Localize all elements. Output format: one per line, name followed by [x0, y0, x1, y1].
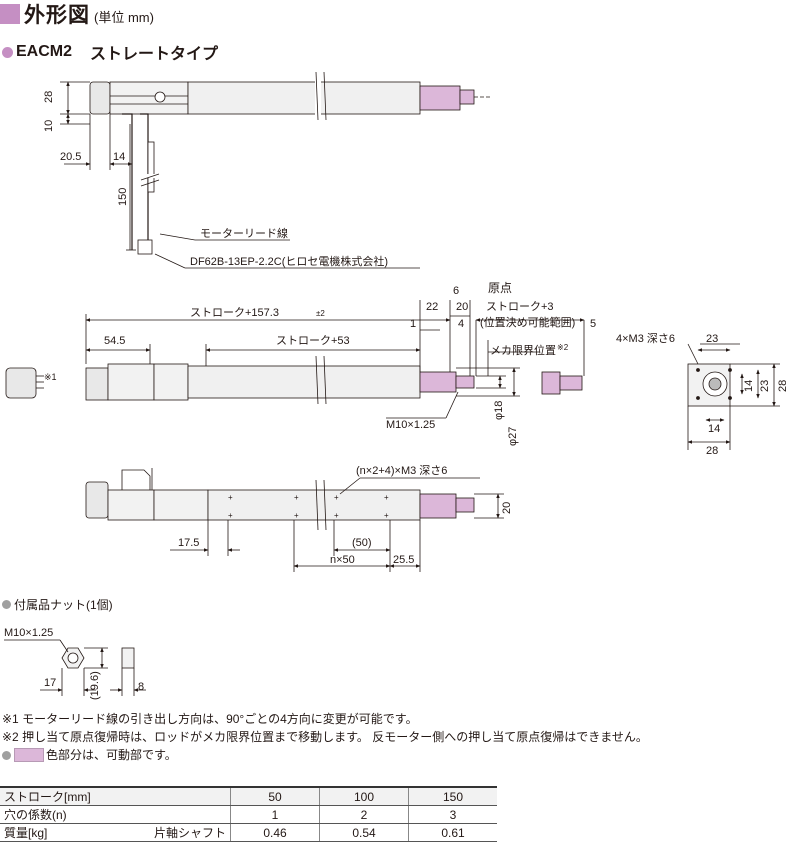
mecha-limit-label: メカ限界位置 [490, 343, 556, 357]
header-color-square [0, 4, 20, 24]
note-1-text: モーターリード線の引き出し方向は、90°ごとの4方向に変更が可能です。 [22, 712, 418, 726]
bottom-holes-label: (n×2+4)×M3 深さ6 [356, 464, 447, 477]
note-3-text: 色部分は、可動部です。 [46, 748, 177, 762]
lead-wire-label: モーターリード線 [200, 226, 288, 240]
end-dim-28b: 28 [706, 445, 718, 457]
accessory-title: 付属品ナット(1個) [2, 596, 113, 613]
dim-54-5: 54.5 [104, 335, 125, 347]
dim-10: 10 [43, 120, 55, 132]
dim-22: 22 [426, 301, 438, 313]
moving-part-swatch [14, 748, 44, 762]
origin-label: 原点 [488, 281, 512, 295]
note-2: ※2 押し当て原点復帰時は、ロッドがメカ限界位置まで移動します。 反モーター側へ… [2, 728, 648, 746]
dim-stroke-plus53: ストローク+53 [276, 334, 350, 347]
cell: 50 [230, 786, 320, 806]
bullet-icon [2, 750, 11, 760]
dim-150: 150 [117, 188, 129, 206]
nut-dim-19-6: (19.6) [89, 671, 101, 700]
cell: 2 [319, 805, 409, 824]
end-dim-23: 23 [706, 333, 718, 345]
end-holes-label: 4×M3 深さ6 [616, 332, 675, 345]
row-sub [124, 805, 231, 824]
unit-label: (単位 mm) [94, 9, 154, 25]
top-view-actuator [60, 71, 490, 269]
nut-dim-17: 17 [44, 677, 56, 689]
end-dim-23b: 23 [759, 380, 771, 392]
svg-text:+: + [294, 493, 299, 502]
cell: 0.54 [319, 823, 409, 842]
dim-20-5: 20.5 [60, 151, 81, 163]
svg-text:+: + [334, 493, 339, 502]
cell: 0.46 [230, 823, 320, 842]
dim-1: 1 [410, 318, 416, 330]
svg-text:+: + [384, 511, 389, 520]
note-1-mark: ※1 [2, 712, 19, 726]
bottom-dim-25-5: 25.5 [393, 554, 414, 566]
note1-marker: ※1 [44, 372, 57, 382]
dim-28: 28 [43, 91, 55, 103]
bottom-dim-20: 20 [501, 502, 513, 514]
row-label: 質量[kg] [0, 823, 125, 842]
accessory-label: 付属品ナット(1個) [14, 598, 113, 612]
end-dim-28: 28 [777, 380, 789, 392]
row-label: ストローク[mm] [0, 786, 125, 806]
end-view [687, 343, 780, 450]
thread-label: M10×1.25 [386, 419, 435, 431]
section-subtitle: EACM2 ストレートタイプ [2, 40, 218, 64]
table-row: 穴の係数(n) 1 2 3 [0, 805, 497, 824]
bottom-dim-n50: n×50 [330, 554, 355, 566]
end-dim-14b: 14 [708, 423, 720, 435]
phi27-label: φ27 [507, 427, 519, 446]
dimension-labels: 28 10 20.5 14 150 モーターリード線 DF62B-13EP-2.… [4, 91, 789, 700]
page-header: 外形図 (単位 mm) [0, 0, 154, 28]
note-2-mark: ※2 [2, 730, 19, 744]
positioning-range-label: (位置決め可能範囲) [480, 315, 575, 329]
svg-text:+: + [294, 511, 299, 520]
note-2-text: 押し当て原点復帰時は、ロッドがメカ限界位置まで移動します。 反モーター側への押し… [22, 730, 648, 744]
dim-20: 20 [456, 301, 468, 313]
cell: 1 [230, 805, 320, 824]
bullet-icon [2, 600, 11, 609]
row-label: 穴の係数(n) [0, 805, 125, 824]
row-sub [124, 786, 231, 806]
nut-drawing [4, 639, 146, 696]
connector-label: DF62B-13EP-2.2C(ヒロセ電機株式会社) [190, 254, 388, 268]
notes: ※1 モーターリード線の引き出し方向は、90°ごとの4方向に変更が可能です。 ※… [2, 710, 648, 764]
dim-stroke-total-tol: ±2 [316, 309, 325, 318]
cell: 3 [408, 805, 497, 824]
nut-dim-8: 8 [138, 681, 144, 693]
dim-stroke-total: ストローク+157.3 [190, 306, 279, 319]
bottom-dim-17-5: 17.5 [178, 537, 199, 549]
svg-text:+: + [334, 511, 339, 520]
cell: 0.61 [408, 823, 497, 842]
svg-text:+: + [228, 493, 233, 502]
dim-4: 4 [458, 318, 464, 330]
end-dim-14a: 14 [743, 380, 755, 392]
table-row: 質量[kg] 片軸シャフト 0.46 0.54 0.61 [0, 823, 497, 842]
svg-text:+: + [228, 511, 233, 520]
model-name: EACM2 [16, 43, 73, 60]
note-3: 色部分は、可動部です。 [2, 746, 648, 764]
bullet-icon [2, 46, 13, 58]
phi18-label: φ18 [493, 401, 505, 420]
bottom-view-actuator: + + + + + + + + [85, 468, 504, 572]
side-view-actuator [5, 300, 585, 419]
svg-text:+: + [384, 493, 389, 502]
page-title: 外形図 [24, 4, 90, 27]
dim-stroke-plus3: ストローク+3 [486, 300, 554, 313]
mecha-limit-note: ※2 [557, 343, 569, 352]
nut-thread-label: M10×1.25 [4, 627, 53, 639]
row-sub: 片軸シャフト [124, 823, 231, 842]
model-type: ストレートタイプ [90, 46, 219, 63]
dim-5: 5 [590, 318, 596, 330]
cell: 100 [319, 786, 409, 806]
table-row: ストローク[mm] 50 100 150 [0, 786, 497, 806]
cell: 150 [408, 786, 497, 806]
note-1: ※1 モーターリード線の引き出し方向は、90°ごとの4方向に変更が可能です。 [2, 710, 648, 728]
bottom-dim-50: (50) [352, 537, 372, 549]
dim-14: 14 [113, 151, 125, 163]
dim-6: 6 [453, 285, 459, 297]
spec-table: ストローク[mm] 50 100 150 穴の係数(n) 1 2 3 質量[kg… [0, 786, 497, 842]
